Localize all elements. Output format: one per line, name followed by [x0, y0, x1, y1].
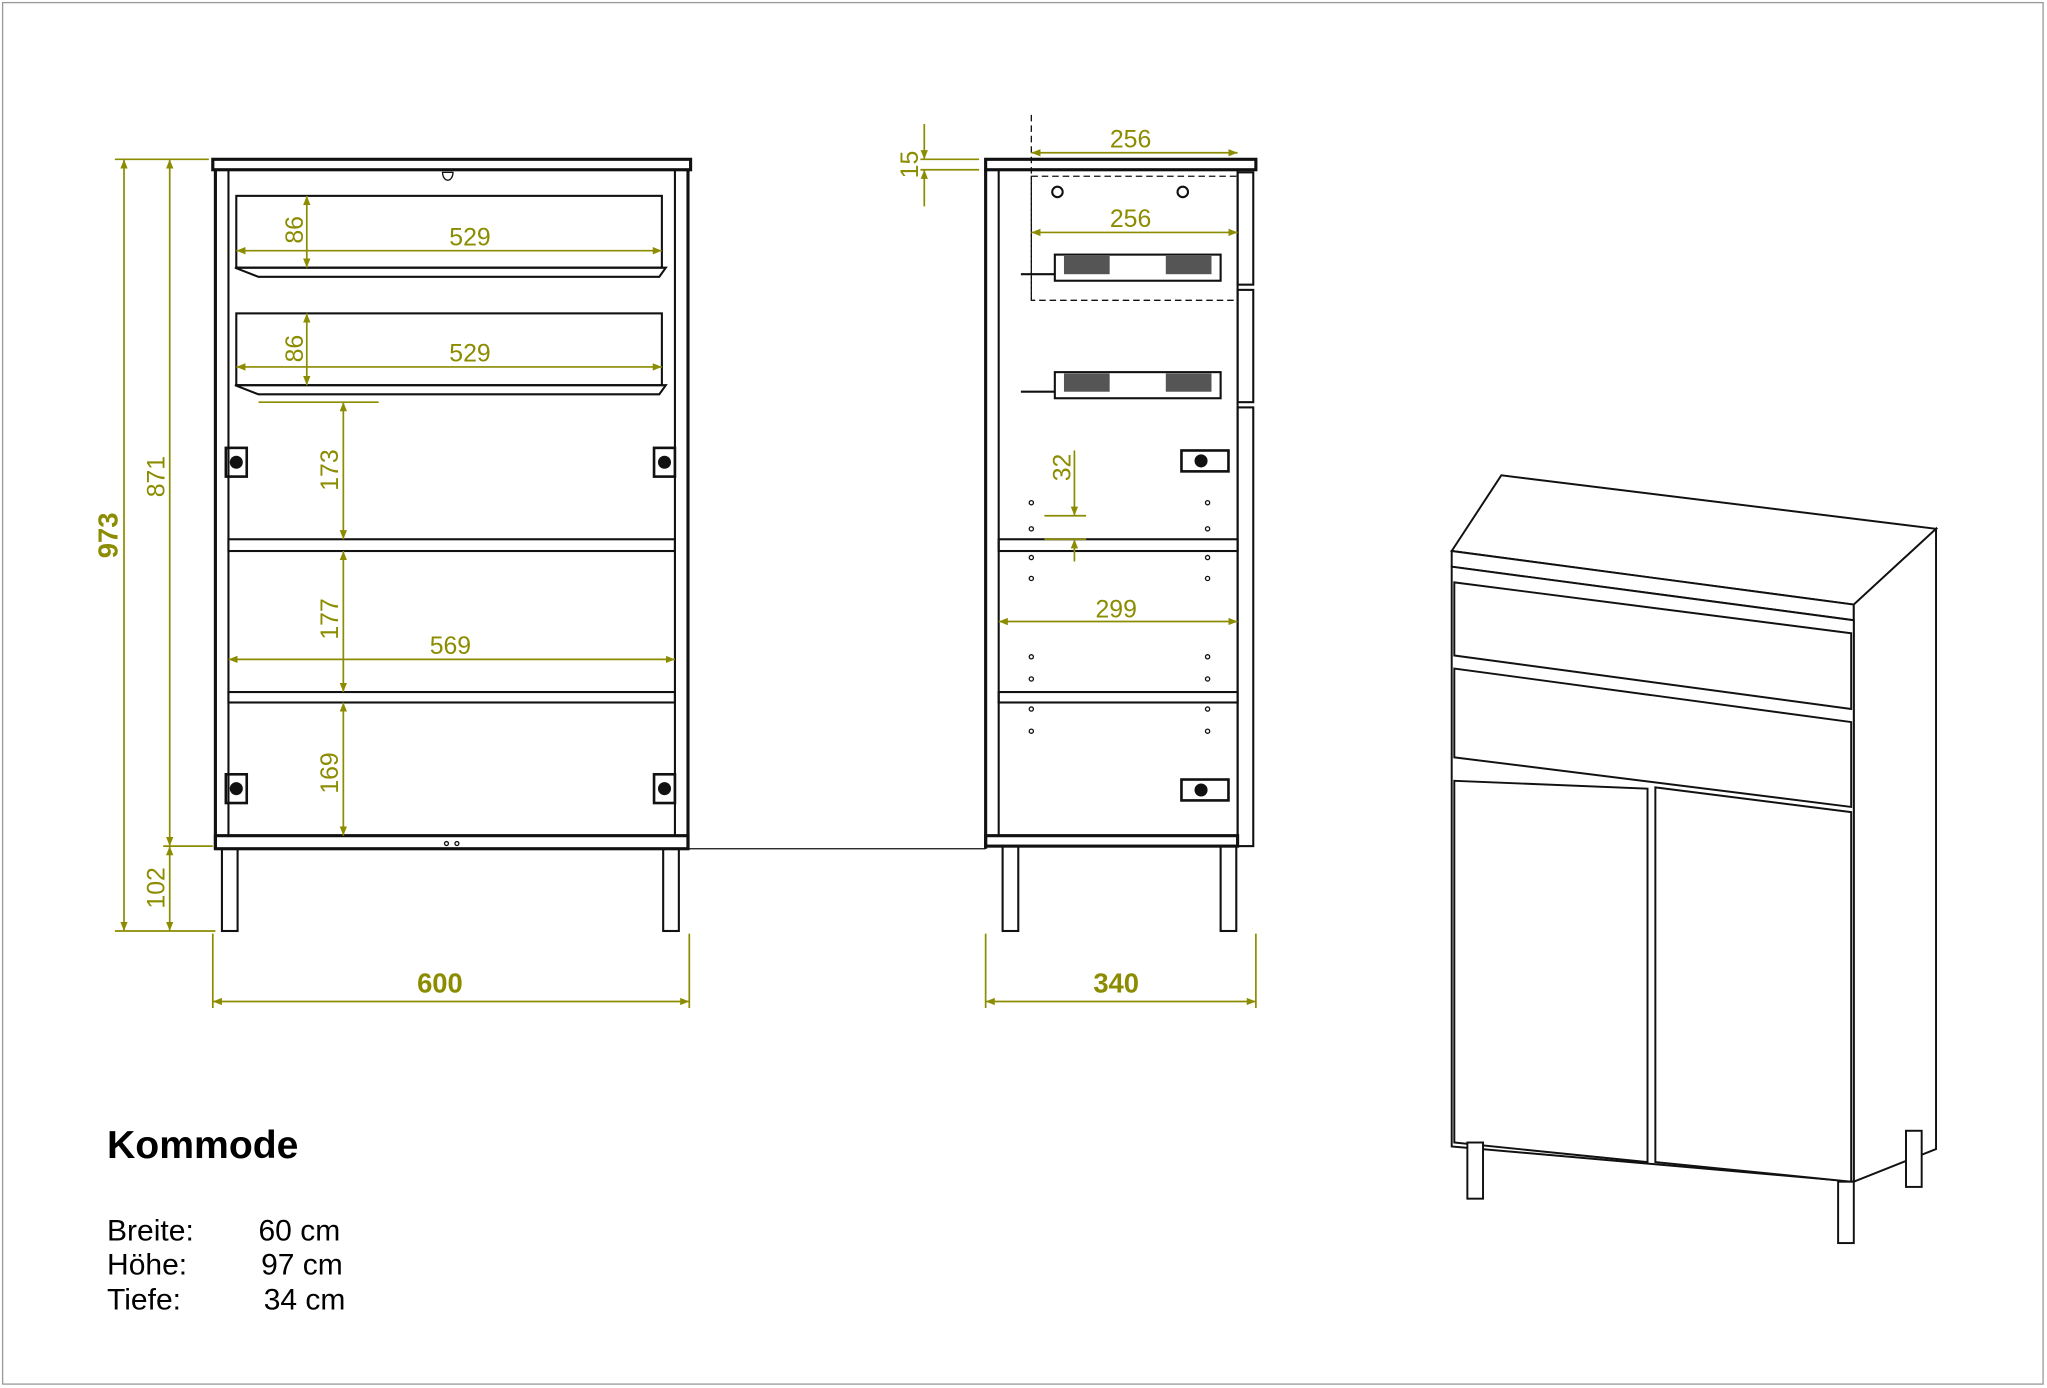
- dim-drawer-height-2: 86: [282, 335, 309, 363]
- spec-list: Breite: 60 cm Höhe: 97 cm Tiefe: 34 cm: [107, 1214, 345, 1316]
- dim-drawer-width-2: 529: [449, 341, 490, 368]
- dim-body-height: 871: [143, 456, 170, 497]
- spec-value-height: 97 cm: [261, 1248, 343, 1281]
- dim-inner-depth: 299: [1096, 597, 1137, 624]
- hinge-icon: [1180, 449, 1230, 802]
- dim-compartment-3: 169: [317, 752, 344, 793]
- spec-label-width: Breite:: [107, 1214, 194, 1247]
- hinge-icon: [224, 446, 677, 805]
- dim-drawer-depth: 256: [1110, 206, 1151, 233]
- spec-label-height: Höhe:: [107, 1248, 187, 1281]
- side-view: 15 256 256 32 299 340: [897, 114, 1258, 1009]
- dim-drawer-height-1: 86: [282, 216, 309, 244]
- perspective-view: [1450, 474, 1939, 1245]
- dim-compartment-2: 177: [317, 598, 344, 639]
- product-title: Kommode: [107, 1124, 298, 1167]
- spec-label-depth: Tiefe:: [107, 1284, 181, 1317]
- spec-value-depth: 34 cm: [264, 1284, 346, 1317]
- dim-hole-spacing: 32: [1049, 454, 1076, 482]
- front-view: 973 871 102 86 529 86 529 173 177 569 16…: [92, 157, 986, 1009]
- dim-drawer-depth-top: 256: [1110, 127, 1151, 154]
- dim-total-height: 973: [92, 512, 123, 558]
- dim-drawer-width-1: 529: [449, 224, 490, 251]
- dim-compartment-1: 173: [317, 449, 344, 490]
- dim-inner-width: 569: [430, 633, 471, 660]
- dim-width: 600: [417, 967, 463, 998]
- dim-leg-height: 102: [143, 867, 170, 908]
- dim-top-thickness: 15: [897, 151, 924, 179]
- dim-depth: 340: [1093, 967, 1139, 998]
- spec-value-width: 60 cm: [258, 1214, 340, 1247]
